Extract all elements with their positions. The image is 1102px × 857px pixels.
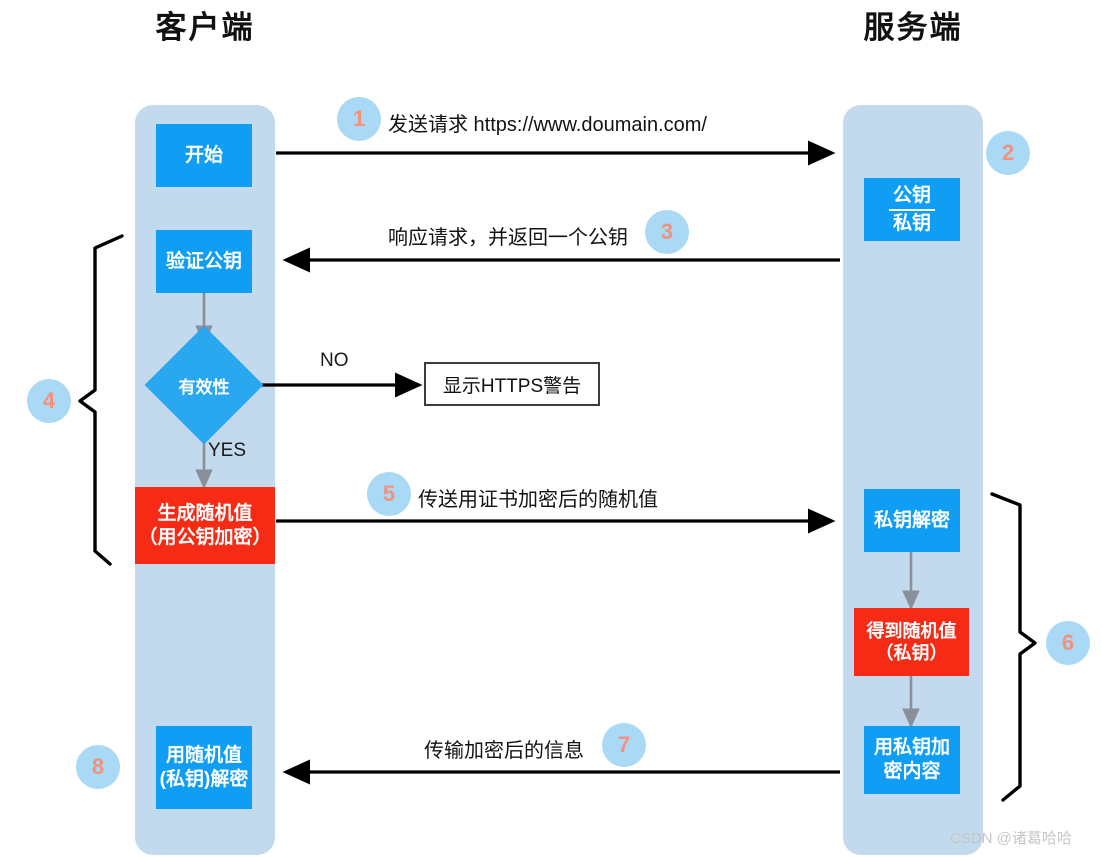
- keypair-divider: [889, 208, 935, 211]
- generate-random-line2: （用公钥加密）: [138, 526, 272, 548]
- server-column-title: 服务端: [863, 10, 963, 45]
- label-branch-no: NO: [320, 350, 349, 371]
- client-node-start[interactable]: 开始: [156, 124, 252, 187]
- client-node-decision[interactable]: 有效性: [144, 325, 264, 445]
- got-random-line1: 得到随机值: [866, 620, 957, 641]
- label-step3: 响应请求，并返回一个公钥: [388, 227, 628, 249]
- keypair-private-label: 私钥: [892, 212, 931, 234]
- brace-step6: [990, 492, 1037, 802]
- server-node-got-random[interactable]: 得到随机值 （私钥）: [854, 608, 969, 676]
- step-circle-7: 7: [602, 723, 646, 767]
- step-circle-3: 3: [645, 210, 689, 254]
- client-node-verify-key[interactable]: 验证公钥: [156, 230, 252, 293]
- client-column-title: 客户端: [155, 10, 255, 45]
- step-circle-1: 1: [337, 97, 381, 141]
- server-node-keypair[interactable]: 公钥 私钥: [864, 178, 960, 241]
- keypair-public-label: 公钥: [892, 184, 931, 206]
- decision-label: 有效性: [178, 377, 230, 397]
- server-node-private-decrypt[interactable]: 私钥解密: [864, 489, 960, 552]
- step-circle-4: 4: [27, 379, 71, 423]
- client-node-decrypt-random[interactable]: 用随机值 (私钥)解密: [156, 726, 252, 809]
- generate-random-line1: 生成随机值: [157, 502, 253, 524]
- step-circle-6: 6: [1046, 621, 1090, 665]
- step-circle-2: 2: [986, 131, 1030, 175]
- private-encrypt-line2: 密内容: [883, 761, 941, 782]
- decrypt-random-line2: (私钥)解密: [159, 768, 249, 790]
- watermark: CSDN @诸葛哈哈: [950, 830, 1072, 847]
- got-random-line2: （私钥）: [875, 643, 948, 663]
- label-branch-yes: YES: [208, 440, 247, 461]
- private-encrypt-line1: 用私钥加: [873, 737, 950, 759]
- label-step1: 发送请求 https://www.doumain.com/: [388, 114, 707, 136]
- step-circle-8: 8: [76, 745, 120, 789]
- decrypt-random-line1: 用随机值: [165, 744, 242, 766]
- keypair-inner: 公钥 私钥: [889, 185, 935, 235]
- client-node-generate-random[interactable]: 生成随机值 （用公钥加密）: [135, 487, 275, 564]
- brace-step4: [78, 234, 124, 566]
- label-step7: 传输加密后的信息: [424, 740, 584, 762]
- client-node-https-warning[interactable]: 显示HTTPS警告: [424, 362, 600, 406]
- server-node-private-encrypt[interactable]: 用私钥加 密内容: [864, 726, 960, 794]
- label-step5: 传送用证书加密后的随机值: [418, 489, 658, 511]
- step-circle-5: 5: [367, 472, 411, 516]
